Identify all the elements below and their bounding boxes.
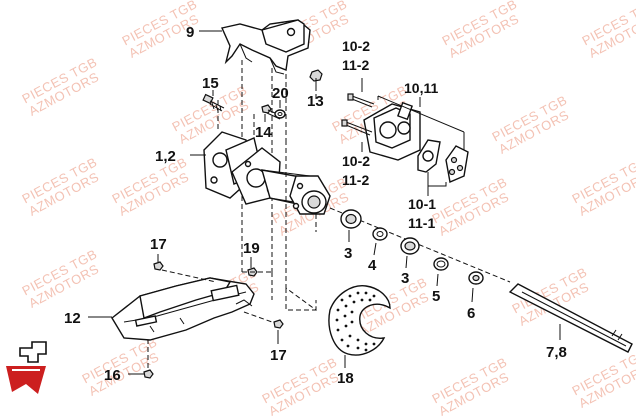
bolt-part-17-a bbox=[153, 261, 164, 271]
logo-shield bbox=[6, 366, 46, 394]
label-part-15: 15 bbox=[202, 75, 219, 92]
bolt-part-15 bbox=[202, 93, 225, 112]
label-part-18: 18 bbox=[337, 370, 354, 387]
label-part-1-2: 1,2 bbox=[155, 148, 176, 165]
nut-part-13 bbox=[309, 69, 323, 82]
label-part-5: 5 bbox=[432, 288, 440, 305]
caliper-part-10-11 bbox=[363, 101, 421, 161]
label-part-20: 20 bbox=[272, 85, 289, 102]
bolt-part-17-b bbox=[273, 319, 284, 329]
label-part-13: 13 bbox=[307, 93, 324, 110]
swingarm-housing-part-1-2 bbox=[203, 131, 331, 215]
washer-part-6 bbox=[468, 271, 484, 285]
bolt-part-16 bbox=[143, 369, 154, 379]
label-part-4: 4 bbox=[368, 257, 377, 274]
label-part-11-2-a: 11-2 bbox=[342, 57, 369, 73]
label-part-10-11: 10,11 bbox=[404, 80, 438, 96]
label-part-9: 9 bbox=[186, 24, 194, 41]
label-part-11-2-b: 11-2 bbox=[342, 172, 369, 188]
label-part-3-b: 3 bbox=[401, 270, 409, 287]
label-part-16: 16 bbox=[104, 367, 121, 384]
label-part-6: 6 bbox=[467, 305, 475, 322]
bearing-part-3-b bbox=[400, 237, 420, 255]
label-part-17-a: 17 bbox=[150, 236, 167, 253]
brake-pad-part-10-1 bbox=[417, 139, 469, 183]
axle-part-7-8 bbox=[508, 283, 633, 353]
label-part-10-2-a: 10-2 bbox=[342, 38, 370, 54]
tgb-logo-icon bbox=[6, 341, 47, 394]
label-part-14: 14 bbox=[255, 124, 272, 141]
label-part-12: 12 bbox=[64, 310, 81, 327]
label-part-3-a: 3 bbox=[344, 245, 352, 262]
brake-disc-part-18 bbox=[328, 285, 391, 356]
bracket-part-9 bbox=[221, 19, 311, 75]
part-labels: 9 15 20 13 14 1,2 10-2 11-2 10,11 10-2 1… bbox=[64, 24, 567, 387]
label-part-17-b: 17 bbox=[270, 347, 287, 364]
washer-part-20 bbox=[274, 109, 286, 119]
exploded-view: 9 15 20 13 14 1,2 10-2 11-2 10,11 10-2 1… bbox=[64, 19, 633, 387]
label-part-19: 19 bbox=[243, 240, 260, 257]
bearing-part-3-a bbox=[340, 209, 362, 229]
spacer-part-4 bbox=[372, 227, 388, 241]
label-part-10-1: 10-1 bbox=[408, 196, 436, 212]
pin-part-10-2-upper bbox=[347, 93, 375, 108]
label-part-7-8: 7,8 bbox=[546, 344, 567, 361]
label-part-10-2-b: 10-2 bbox=[342, 153, 370, 169]
skid-plate-part-12 bbox=[111, 277, 255, 341]
pin-part-10-2-lower bbox=[341, 119, 373, 136]
oring-part-5 bbox=[433, 257, 449, 271]
label-part-11-1: 11-1 bbox=[408, 215, 435, 231]
leader-10-1 bbox=[427, 172, 447, 187]
